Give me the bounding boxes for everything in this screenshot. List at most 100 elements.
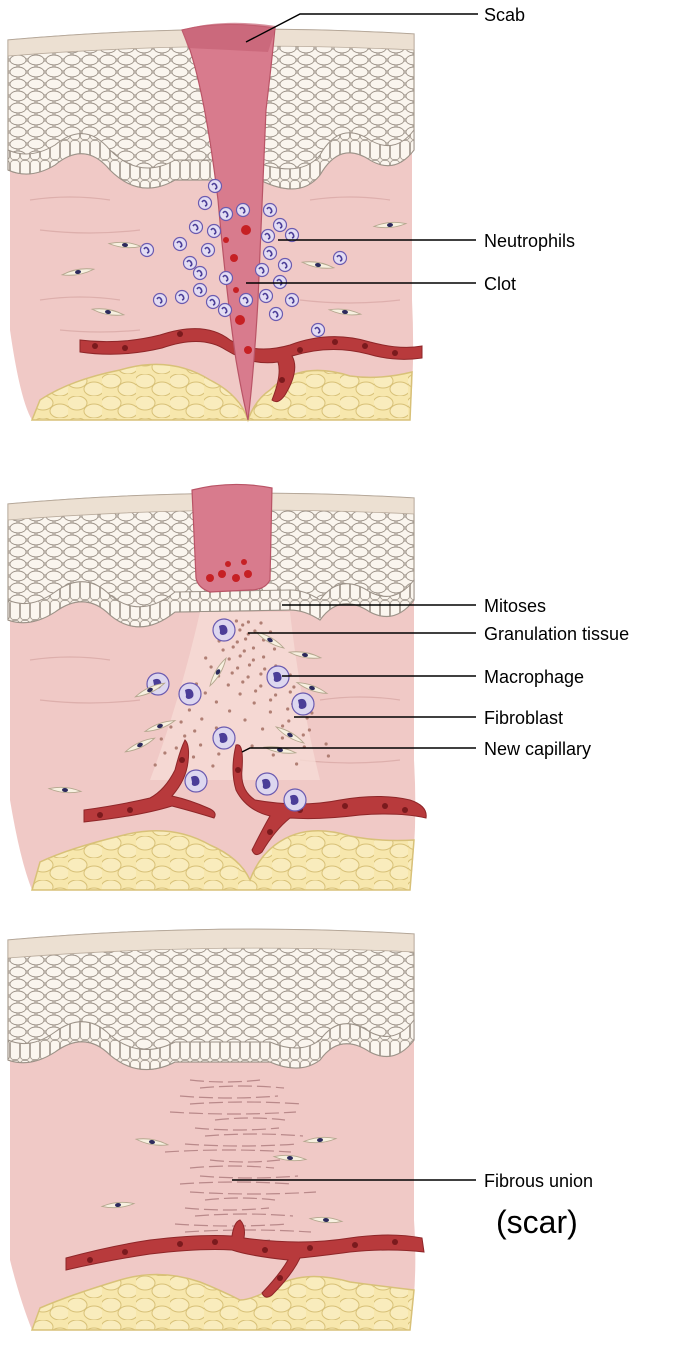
label-fibrous-union: Fibrous union [484,1172,593,1190]
macrophage [292,693,314,715]
neutrophil [194,267,207,280]
granule-dot [325,742,328,745]
neutrophil [240,294,253,307]
granule-dot [236,640,239,643]
macrophage [267,666,289,688]
granule-dot [154,763,157,766]
granule-dot [292,685,295,688]
neutrophil [220,272,233,285]
macrophage [284,789,306,811]
label-scab: Scab [484,6,525,24]
granule-dot [200,717,203,720]
granule-dot [259,684,262,687]
granule-dot [252,646,255,649]
label-fibroblast: Fibroblast [484,709,563,727]
macrophage [185,770,207,792]
granule-dot [199,743,202,746]
neutrophil [176,291,189,304]
label-neutrophils: Neutrophils [484,232,575,250]
granule-dot [254,689,257,692]
neutrophil [286,294,299,307]
granule-dot [228,709,231,712]
neutrophil [207,296,220,309]
granule-dot [231,671,234,674]
label-scar: (scar) [496,1206,578,1238]
granule-dot [193,729,196,732]
label-clot: Clot [484,275,516,293]
granule-dot [259,621,262,624]
granule-dot [228,657,231,660]
granule-dot [235,619,238,622]
neutrophil [264,204,277,217]
label-new-capillary: New capillary [484,740,591,758]
granule-dot [210,665,213,668]
granule-dot [247,675,250,678]
macrophage [213,727,235,749]
label-mitoses: Mitoses [484,597,546,615]
granule-dot [160,737,163,740]
granule-dot [269,698,272,701]
panel-late-stage [8,929,424,1330]
granule-dot [295,762,298,765]
macrophage [256,773,278,795]
granule-dot [163,751,166,754]
granule-dot [211,764,214,767]
granule-dot [243,718,246,721]
neutrophil [202,244,215,257]
granule-dot [239,692,242,695]
neutrophil [208,225,221,238]
granule-dot [192,755,195,758]
granule-dot [281,736,284,739]
granule-dot [308,728,311,731]
granule-dot [302,733,305,736]
granule-dot [289,690,292,693]
granule-dot [243,649,246,652]
granule-dot [241,680,244,683]
granule-dot [232,645,235,648]
granule-dot [286,707,289,710]
granule-dot [222,648,225,651]
neutrophil [256,264,269,277]
granule-dot [247,620,250,623]
neutrophil [141,244,154,257]
granule-dot [261,727,264,730]
granule-dot [236,666,239,669]
neutrophil [184,257,197,270]
granule-dot [252,658,255,661]
granule-dot [287,719,290,722]
neutrophil [279,259,292,272]
neutrophil [312,324,325,337]
granule-dot [175,746,178,749]
granule-dot [262,655,265,658]
granule-dot [272,753,275,756]
granule-dot [281,724,284,727]
granule-dot [227,683,230,686]
granule-dot [188,708,191,711]
neutrophil [270,308,283,321]
granule-dot [204,656,207,659]
granule-dot [238,628,241,631]
granule-dot [253,701,256,704]
panel-intermediate-stage [8,484,426,890]
neutrophil [274,219,287,232]
neutrophil [209,180,222,193]
granule-dot [251,744,254,747]
granule-dot [241,623,244,626]
neutrophil [264,247,277,260]
neutrophil [260,290,273,303]
neutrophil [334,252,347,265]
macrophage [213,619,235,641]
neutrophil [174,238,187,251]
neutrophil [274,276,287,289]
neutrophil [199,197,212,210]
granule-dot [169,725,172,728]
neutrophil [262,230,275,243]
granule-dot [215,700,218,703]
panel-early-stage [8,23,422,420]
granule-dot [274,693,277,696]
neutrophil [154,294,167,307]
granule-dot [217,752,220,755]
granule-dot [244,637,247,640]
granule-dot [259,672,262,675]
